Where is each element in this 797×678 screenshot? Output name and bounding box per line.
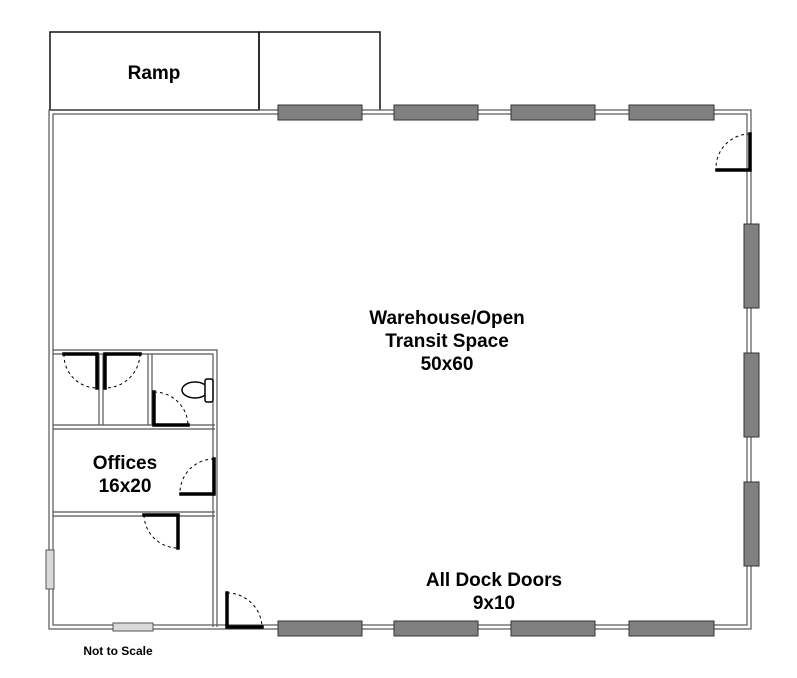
- outer-wall-inner: [52, 113, 748, 626]
- dock-door: [277, 620, 363, 637]
- dock-door: [743, 481, 760, 567]
- toilet-icon: [181, 378, 214, 403]
- closet-door: [103, 352, 142, 390]
- office-divider-upper: [53, 424, 215, 430]
- outer-walls: [48, 109, 752, 630]
- dock-doors-bottom: [277, 620, 715, 637]
- door-swing: [143, 514, 179, 549]
- door-swing: [63, 353, 98, 389]
- warehouse-label-line2: Transit Space: [385, 331, 509, 352]
- ramp-label: Ramp: [128, 63, 181, 84]
- office-door: [142, 513, 180, 550]
- offices-label: Offices: [93, 453, 157, 474]
- dock-door: [393, 104, 479, 121]
- door-swing: [179, 458, 215, 495]
- ramp-area: Ramp: [49, 31, 381, 111]
- window: [112, 622, 154, 632]
- door-swing: [226, 592, 263, 628]
- dock-door: [628, 104, 715, 121]
- dock-door: [743, 352, 760, 438]
- dock-door: [743, 223, 760, 309]
- warehouse-size-label: 50x60: [421, 354, 474, 375]
- door-swing: [104, 353, 141, 389]
- entry-door: [225, 591, 264, 629]
- man-doors: [62, 132, 752, 629]
- dock-doors-right: [743, 223, 760, 567]
- ramp-bay: [258, 31, 381, 110]
- closet-divider-1: [98, 354, 104, 425]
- closet-divider-2: [147, 354, 153, 425]
- dock-doors-size-label: 9x10: [473, 593, 515, 614]
- warehouse-label-line1: Warehouse/Open: [369, 308, 525, 329]
- office-wall-outer: [53, 349, 218, 627]
- dock-door: [628, 620, 715, 637]
- office-door: [179, 457, 216, 496]
- dock-door: [277, 104, 363, 121]
- windows: [45, 549, 154, 632]
- dock-door: [510, 104, 596, 121]
- restroom-door: [152, 390, 190, 427]
- offices-size-label: 16x20: [99, 476, 152, 497]
- office-divider-lower: [53, 511, 215, 517]
- door-swing: [153, 391, 189, 426]
- dock-doors-top: [277, 104, 715, 121]
- closet-door: [62, 352, 99, 390]
- dock-door: [393, 620, 479, 637]
- window: [45, 549, 55, 590]
- scale-note: Not to Scale: [83, 644, 153, 658]
- outer-wall-outer: [48, 109, 752, 630]
- dock-doors-label: All Dock Doors: [426, 570, 562, 591]
- door-swing: [715, 133, 751, 169]
- entry-door: [715, 132, 752, 172]
- dock-door: [510, 620, 596, 637]
